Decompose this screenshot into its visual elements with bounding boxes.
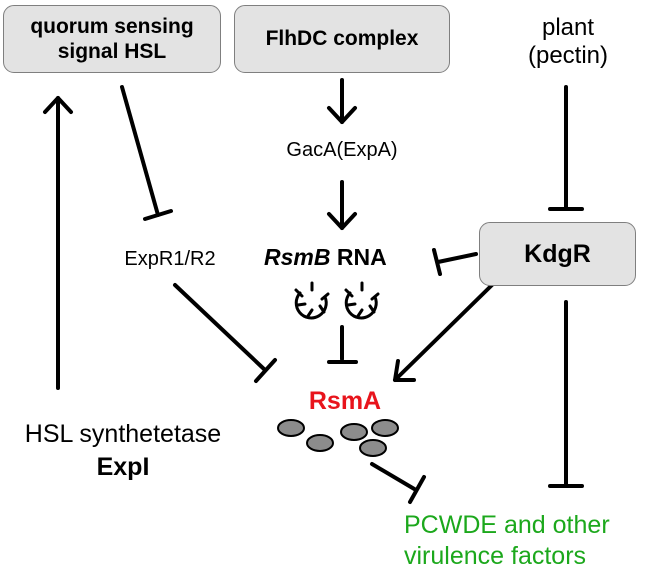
arrow-hsl-to-quorum	[43, 96, 73, 390]
inhibit-expr-to-rsma	[173, 283, 277, 383]
flhdc-complex-node: FlhDC complex	[234, 5, 450, 73]
rsma-protein	[371, 419, 399, 437]
quorum-sensing-node: quorum sensing signal HSL	[3, 5, 221, 73]
rsmb-rna-label: RsmB RNA	[264, 244, 434, 270]
gaca-label: GacA(ExpA)	[286, 139, 398, 161]
rsmb-rna-hairpin-structures	[294, 281, 380, 320]
inhibit-rsma-to-pcwde	[370, 462, 426, 504]
arrow-gaca-to-rsmb	[327, 180, 357, 230]
pcwde-label: PCWDE and other virulence factors	[404, 510, 658, 573]
hsl-label-line2: ExpI	[96, 452, 150, 481]
rsma-label: RsmA	[308, 387, 382, 415]
hsl-label-line1: HSL synthetetase	[24, 420, 222, 448]
inhibit-kdgr-to-rsmb	[432, 248, 478, 276]
rsma-protein	[340, 423, 368, 441]
pcwde-label-line2: virulence factors	[404, 542, 587, 571]
inhibit-plant-to-kdgr	[548, 85, 584, 211]
rsma-protein	[277, 419, 305, 437]
quorum-label-line2: signal HSL	[57, 40, 167, 63]
plant-pectin-label: plant (pectin)	[510, 14, 626, 69]
hsl-synthetase-label: HSL synthetetase ExpI	[4, 418, 242, 483]
quorum-label-line1: quorum sensing	[30, 14, 194, 38]
arrow-kdgr-to-rsma	[393, 283, 494, 382]
rsma-protein	[359, 439, 387, 457]
arrow-flhdc-to-gaca	[327, 78, 357, 124]
rsmb-suffix: RNA	[330, 244, 387, 270]
expr-label: ExpR1/R2	[124, 248, 216, 270]
kdgr-label: KdgR	[524, 239, 591, 268]
kdgr-node: KdgR	[479, 222, 636, 286]
inhibit-quorum-to-expr	[120, 85, 173, 221]
rsmb-gene-name: RsmB	[264, 244, 331, 270]
plant-label-line2: (pectin)	[527, 41, 609, 69]
rsma-protein-molecules	[277, 419, 399, 457]
inhibit-kdgr-to-pcwde	[548, 300, 584, 488]
rsma-protein	[306, 434, 334, 452]
pcwde-label-line1: PCWDE and other	[404, 511, 610, 539]
plant-label-line1: plant	[541, 14, 595, 41]
flhdc-label: FlhDC complex	[265, 27, 419, 50]
inhibit-rsmb-to-rsma	[327, 325, 358, 364]
